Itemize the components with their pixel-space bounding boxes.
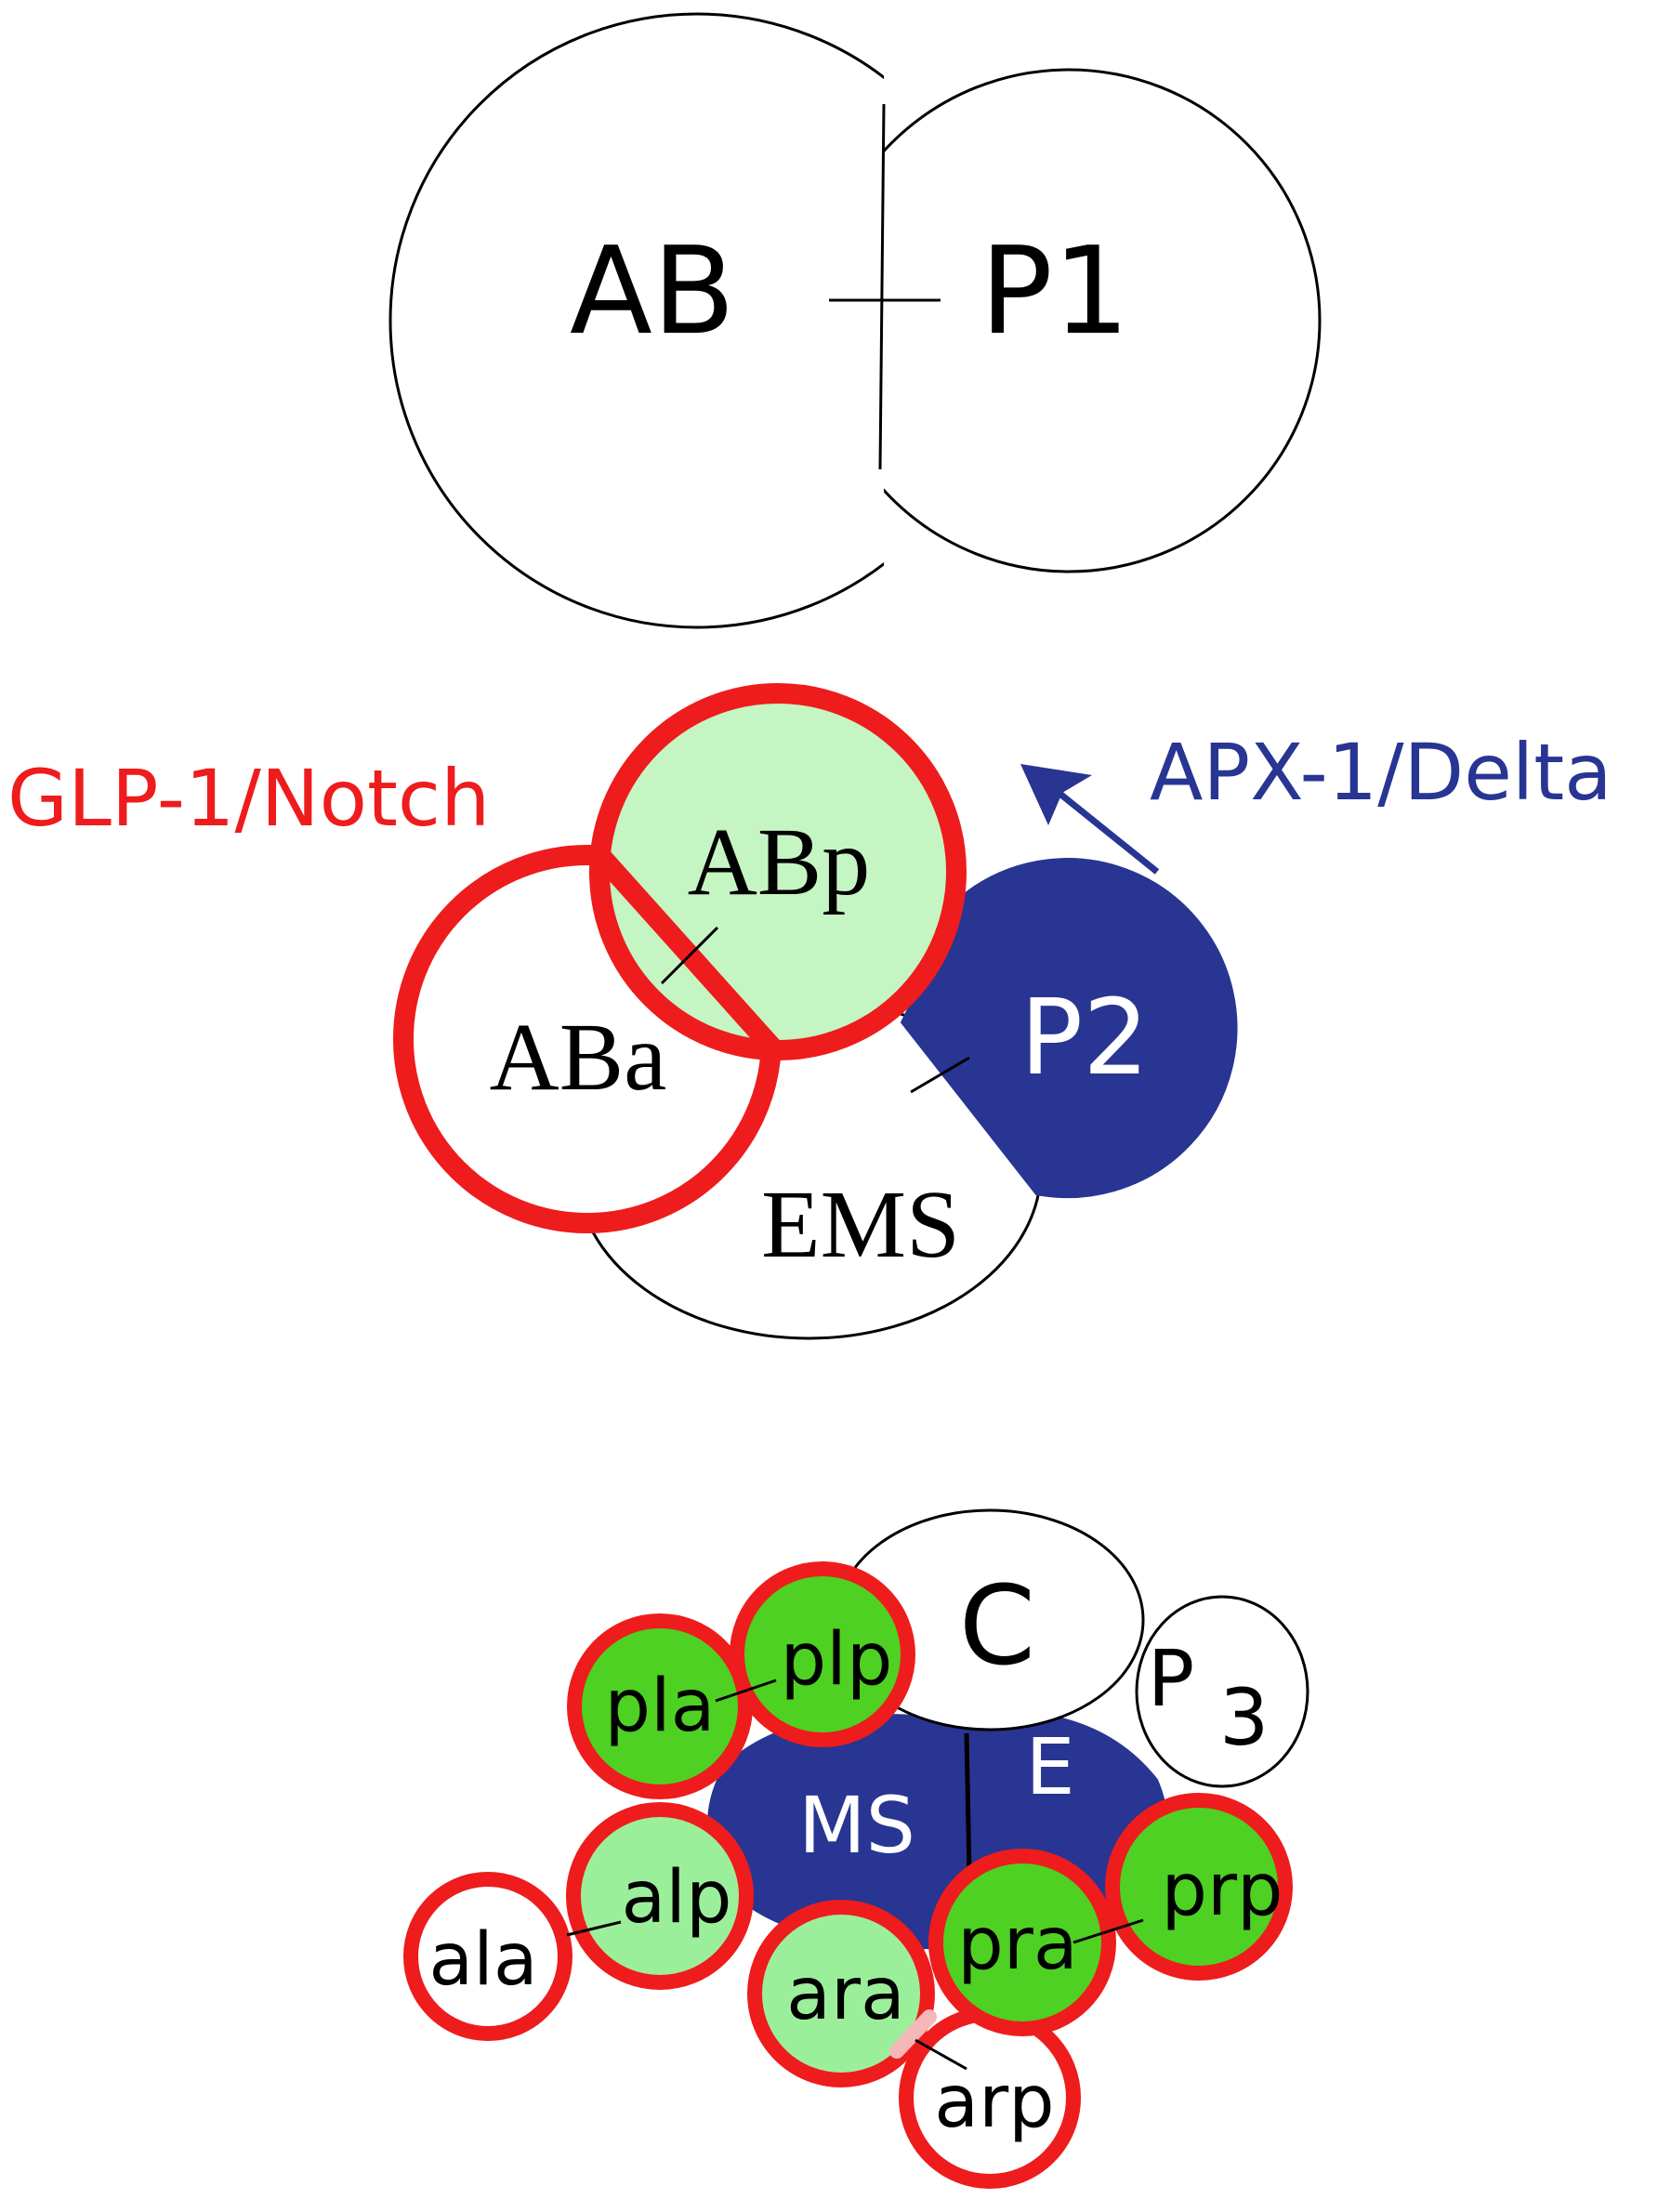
ab-p1-cell-boundary bbox=[878, 103, 886, 470]
ara-arp-pale-boundary bbox=[889, 2009, 937, 2059]
cell-p2-label: P2 bbox=[1020, 978, 1150, 1099]
four-cell-stage: GLP-1/Notch APX-1/Delta ABp ABa P2 EMS bbox=[7, 683, 1612, 1340]
cell-p3-shape bbox=[1135, 1595, 1309, 1788]
cell-arp-label: arp bbox=[934, 2061, 1054, 2144]
cell-ara-shape bbox=[747, 1900, 935, 2087]
pla-plp-division-marker bbox=[715, 1679, 777, 1703]
apx1-delta-label: APX-1/Delta bbox=[1150, 727, 1612, 818]
cell-prp-label: prp bbox=[1161, 1849, 1283, 1932]
cell-ems-label: EMS bbox=[761, 1171, 960, 1278]
cell-plp-shape bbox=[730, 1561, 915, 1747]
ms-e-boundary bbox=[964, 1732, 972, 1876]
cell-p1-shape bbox=[884, 68, 1322, 573]
cell-alp-label: alp bbox=[622, 1856, 732, 1940]
pra-prp-division-marker bbox=[1072, 1918, 1144, 1944]
cell-ala-label: ala bbox=[428, 1918, 537, 2002]
cell-pla-shape bbox=[567, 1613, 753, 1799]
ala-alp-division-marker bbox=[566, 1920, 622, 1937]
cell-ab-label: AB bbox=[570, 220, 735, 362]
two-cell-stage: AB P1 bbox=[388, 12, 1322, 629]
cell-alp-shape bbox=[566, 1802, 754, 1990]
cell-prp-shape bbox=[1105, 1793, 1293, 1981]
cell-ab-shape bbox=[388, 12, 884, 629]
cell-ara-label: ara bbox=[786, 1953, 905, 2036]
cell-p1-label: P1 bbox=[980, 220, 1129, 362]
cell-p3-label: P 3 bbox=[1148, 1633, 1270, 1763]
glp1-notch-label: GLP-1/Notch bbox=[7, 753, 490, 844]
cell-pra-shape bbox=[928, 1849, 1116, 2036]
ara-arp-division-marker bbox=[915, 2038, 967, 2071]
ems-p2-division-marker bbox=[910, 1056, 970, 1094]
twelve-cell-stage: C P 3 E MS pla plp alp ala ara arp pra p… bbox=[403, 1508, 1309, 2189]
cell-aba-label: ABa bbox=[490, 1004, 667, 1111]
cell-pla-label: pla bbox=[605, 1665, 716, 1748]
cell-p2-shape bbox=[900, 858, 1238, 1199]
cell-p3-subscript: 3 bbox=[1219, 1672, 1269, 1763]
aba-abp-boundary bbox=[594, 849, 783, 1059]
cell-ala-shape bbox=[403, 1872, 572, 2041]
cell-c-label: C bbox=[959, 1561, 1035, 1690]
delta-signal-arrow bbox=[1020, 764, 1160, 875]
cell-p3-base: P bbox=[1148, 1633, 1195, 1724]
cell-pra-label: pra bbox=[957, 1903, 1077, 1986]
cell-plp-label: plp bbox=[781, 1618, 893, 1702]
arrow-head-icon bbox=[1020, 764, 1092, 825]
cell-ms-label: MS bbox=[798, 1780, 915, 1871]
cell-abp-label: ABp bbox=[688, 809, 870, 915]
cell-e-label: E bbox=[1025, 1721, 1074, 1812]
aba-abp-division-marker bbox=[660, 926, 719, 985]
